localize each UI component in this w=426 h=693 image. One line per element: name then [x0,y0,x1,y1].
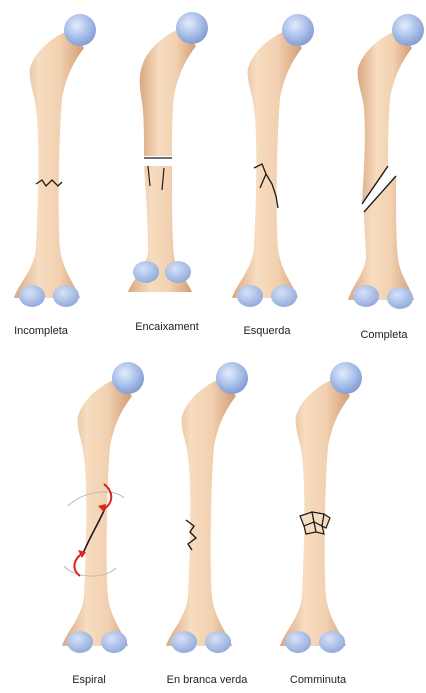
condyle [319,631,345,653]
condyle [285,631,311,653]
label-completa: Completa [360,329,407,341]
condyle [133,261,159,283]
condyle [19,285,45,307]
condyle [353,285,379,307]
femoral-head [282,14,314,46]
label-en-branca-verda: En branca verda [167,674,248,686]
label-espiral: Espiral [72,674,106,686]
label-encaixament: Encaixament [135,321,199,333]
label-incompleta: Incompleta [14,325,68,337]
condyle [387,287,413,309]
femoral-head [112,362,144,394]
condyle [237,285,263,307]
label-comminuta: Comminuta [290,674,346,686]
bone-comminuta [280,362,362,653]
bone-completa [348,14,424,309]
bone-incompleta [14,14,96,307]
condyle [101,631,127,653]
femoral-head [392,14,424,46]
condyle [271,285,297,307]
femoral-head [330,362,362,394]
femoral-head [216,362,248,394]
condyle [53,285,79,307]
bone-esquerda [232,14,314,307]
label-esquerda: Esquerda [243,325,290,337]
condyle [165,261,191,283]
bone-encaixament [128,12,208,292]
bone-espiral [62,362,144,653]
condyle [171,631,197,653]
bone-en-branca-verda [166,362,248,653]
femoral-head [64,14,96,46]
condyle [205,631,231,653]
femoral-head [176,12,208,44]
condyle [67,631,93,653]
